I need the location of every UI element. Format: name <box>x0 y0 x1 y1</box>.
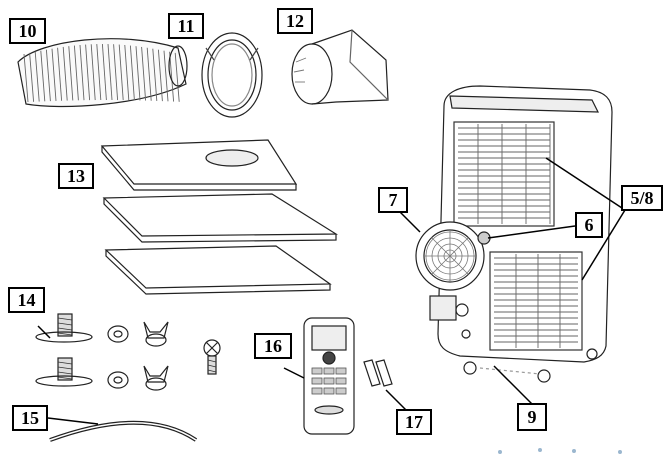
hatch-line <box>129 45 135 101</box>
hatch-line <box>141 46 147 101</box>
hatch-line <box>431 255 451 275</box>
hatch-line <box>29 52 35 102</box>
callout-11: 11 <box>168 13 204 39</box>
hatch-line <box>101 43 107 101</box>
adapter-icon <box>291 29 389 105</box>
hatch-line <box>449 255 469 275</box>
hatch-line <box>174 52 180 102</box>
hatch-line <box>57 47 63 101</box>
callout-13: 13 <box>58 163 94 189</box>
hatch-line <box>85 44 91 101</box>
callout-10: 10 <box>9 18 46 44</box>
washer-icon <box>107 325 129 389</box>
callout-6: 6 <box>575 212 603 238</box>
hatch-line <box>68 46 74 101</box>
hatch-line <box>124 44 130 101</box>
hatch-line <box>73 45 79 101</box>
hatch-line <box>146 47 152 101</box>
callout-5-8: 5/8 <box>621 185 663 211</box>
callout-15: 15 <box>12 405 48 431</box>
hatch-line <box>90 44 96 101</box>
watermark-dots <box>498 448 622 454</box>
callout-9: 9 <box>517 403 547 431</box>
hatch-line <box>135 46 141 101</box>
ring-icon <box>201 32 263 118</box>
callout-14: 14 <box>8 287 45 313</box>
hose-icon <box>17 38 188 108</box>
hatch-line <box>51 48 57 101</box>
hatch-line <box>62 46 68 101</box>
hatch-line <box>40 50 46 102</box>
hatch-line <box>118 44 124 101</box>
hatch-line <box>449 237 469 257</box>
air-conditioner-icon <box>415 85 613 383</box>
callout-16: 16 <box>254 333 292 359</box>
hatch-line <box>157 49 163 102</box>
hatch-line <box>152 48 158 101</box>
remote-icon <box>283 317 355 435</box>
hatch-line <box>113 44 119 101</box>
hatch-line <box>34 51 40 102</box>
hatch-line <box>431 237 451 257</box>
callout-7: 7 <box>378 187 408 213</box>
screw-icon <box>35 313 221 387</box>
callout-12: 12 <box>277 8 313 34</box>
wing-nut-icon <box>143 321 169 391</box>
callout-17: 17 <box>396 409 432 435</box>
hatch-line <box>169 51 175 102</box>
hatch-line <box>23 53 29 103</box>
window-panel-icon <box>100 139 339 295</box>
leader-line <box>37 325 51 339</box>
hatch-line <box>79 44 85 101</box>
hatch-line <box>107 44 113 101</box>
hatch-line <box>96 44 102 101</box>
hatch-line <box>45 49 51 102</box>
cable-icon <box>47 417 198 442</box>
battery-icon <box>363 359 407 411</box>
leader-line <box>399 157 626 405</box>
hatch-line <box>163 50 169 102</box>
